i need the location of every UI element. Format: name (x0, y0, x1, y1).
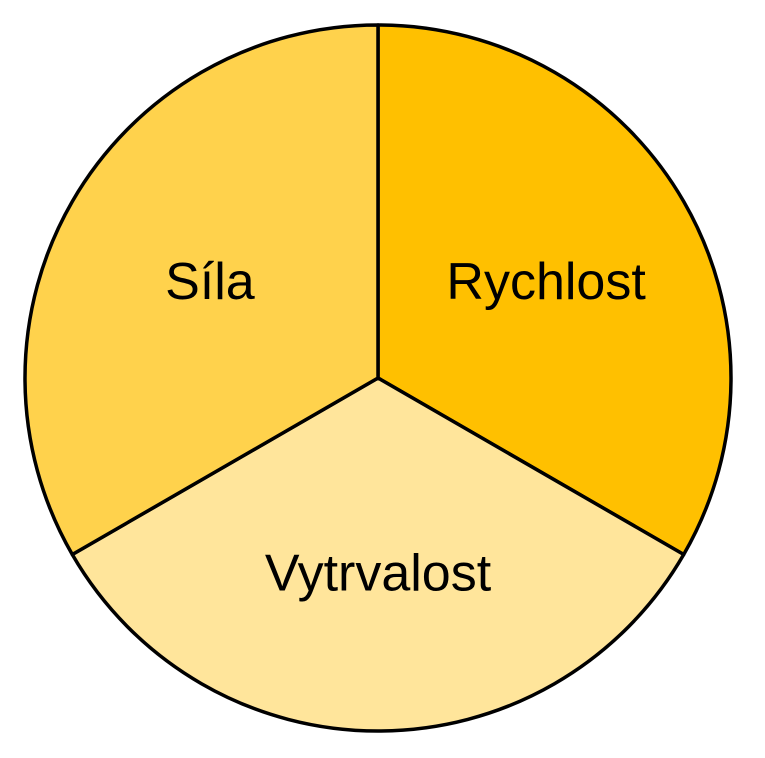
pie-slice-label-rychlost: Rychlost (446, 253, 646, 311)
pie-slice-sila (23, 23, 380, 557)
pie-slices-group (23, 23, 733, 733)
pie-slice-label-vytrvalost: Vytrvalost (265, 544, 492, 602)
pie-slice-label-sila: Síla (165, 253, 255, 311)
pie-slice-rychlost (376, 23, 733, 557)
